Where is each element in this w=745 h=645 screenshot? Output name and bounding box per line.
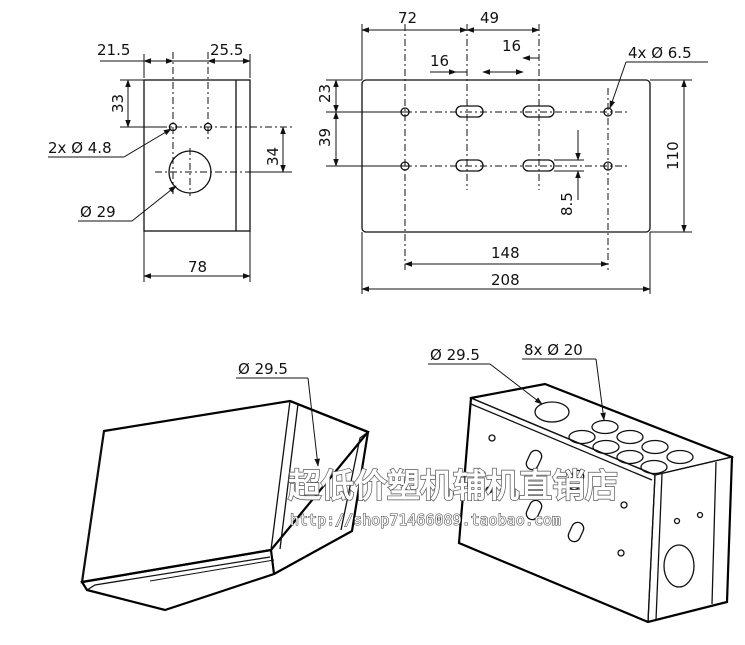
- dim-21-5: 21.5: [97, 41, 130, 59]
- corner-hole: [603, 161, 613, 171]
- iso-right-big-hole-callout: Ø 29.5: [430, 346, 480, 364]
- iso-right-slot: [525, 449, 543, 471]
- top-view: 72 49 16 16 4x Ø 6.5 23 39 110 8.5: [316, 9, 708, 294]
- iso-right-end-face: [647, 456, 733, 623]
- iso-right-small-hole: [666, 449, 694, 465]
- iso-right-small-hole: [592, 439, 620, 455]
- large-hole-callout: Ø 29: [80, 203, 116, 221]
- dim-78: 78: [188, 258, 207, 276]
- dim-39: 39: [316, 128, 334, 147]
- slot: [522, 159, 555, 172]
- dim-8-5: 8.5: [558, 192, 576, 216]
- corner-hole: [603, 107, 613, 117]
- iso-right-slot: [567, 469, 585, 491]
- dim-33: 33: [109, 94, 127, 113]
- large-hole: [168, 150, 212, 194]
- iso-right-long-face: [458, 397, 656, 623]
- iso-right-small-hole: [616, 449, 644, 465]
- dim-208: 208: [491, 271, 520, 289]
- iso-right-slot: [567, 521, 585, 543]
- iso-left-hole-callout: Ø 29.5: [238, 360, 288, 378]
- watermark: 超低价塑机辅机直销店 http://shop71466089.taobao.co…: [287, 465, 618, 529]
- iso-right-holes-callout: 8x Ø 20: [524, 341, 583, 359]
- iso-right-slot: [525, 499, 543, 521]
- watermark-shop-name: 超低价塑机辅机直销店: [288, 466, 618, 505]
- iso-right-big-hole: [534, 401, 570, 423]
- iso-right-small-hole: [591, 419, 619, 435]
- small-holes-callout: 2x Ø 4.8: [48, 139, 112, 157]
- top-view-outline: [361, 79, 651, 233]
- iso-right-small-hole: [641, 439, 669, 455]
- dim-34: 34: [264, 147, 282, 166]
- watermark-url: http://shop71466089.taobao.com: [290, 511, 561, 529]
- dim-110: 110: [664, 141, 682, 170]
- iso-left-front-face: [80, 548, 276, 612]
- iso-right-small-hole: [616, 429, 644, 445]
- dim-148: 148: [491, 244, 520, 262]
- iso-right-small-hole: [568, 429, 596, 445]
- dim-16-b: 16: [502, 37, 521, 55]
- iso-right-view: Ø 29.5 8x Ø 20: [428, 341, 735, 624]
- small-hole: [203, 122, 213, 132]
- iso-right-end-hole: [663, 544, 695, 588]
- corner-hole-callout: 4x Ø 6.5: [628, 44, 692, 62]
- small-hole: [168, 122, 178, 132]
- dim-16-a: 16: [430, 52, 449, 70]
- side-view: 21.5 25.5 33 34 78 2x Ø 4.8 Ø 29: [48, 41, 292, 282]
- dim-25-5: 25.5: [210, 41, 243, 59]
- slot: [455, 159, 484, 172]
- iso-right-small-hole: [640, 459, 668, 475]
- slot: [522, 105, 555, 118]
- slot: [455, 105, 484, 118]
- dim-72: 72: [398, 9, 417, 27]
- side-view-outline: [143, 79, 251, 232]
- iso-left-view: Ø 29.5: [80, 360, 370, 612]
- dim-23: 23: [316, 84, 334, 103]
- dim-49: 49: [480, 9, 499, 27]
